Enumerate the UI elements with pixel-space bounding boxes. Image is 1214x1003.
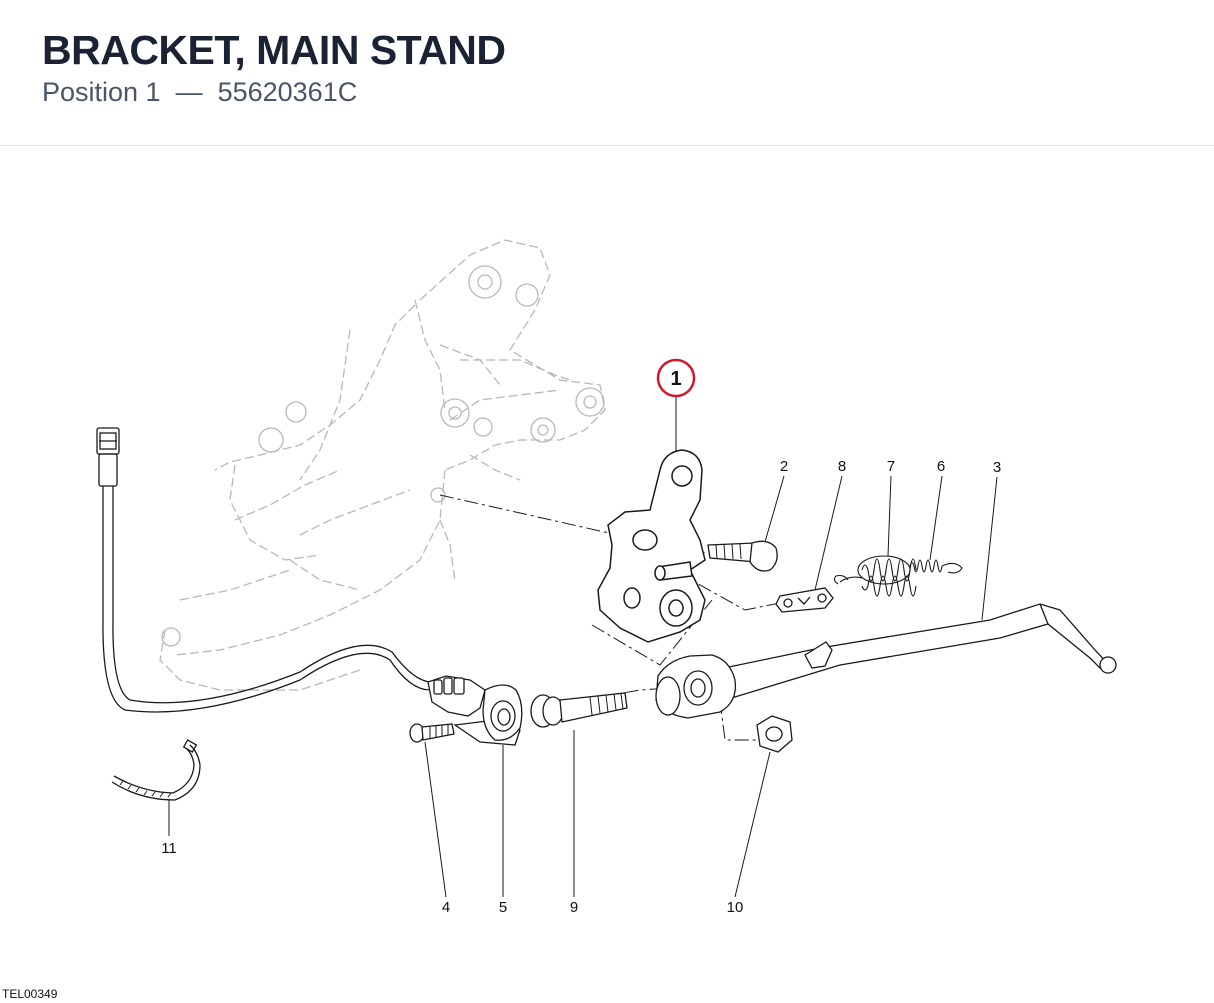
sensor-screw [409,723,455,743]
callout-4[interactable]: 4 [442,899,450,916]
engine-frame-ghost [159,239,606,691]
cable-tie [111,739,201,801]
page-header: BRACKET, MAIN STAND Position 1 — 5562036… [0,0,1214,146]
main-stand-leg [655,603,1117,719]
callout-8[interactable]: 8 [838,458,846,475]
highlight-ring [656,358,696,398]
callout-10[interactable]: 10 [727,899,744,916]
page-title: BRACKET, MAIN STAND [42,27,506,73]
page-subtitle: Position 1 — 55620361C [42,77,358,107]
sensor-wiring-harness [96,427,433,713]
callout-7[interactable]: 7 [887,458,895,475]
pivot-bolt [530,692,628,728]
exploded-parts-diagram: 1 2 8 7 6 3 11 4 5 9 10 [0,146,1214,1003]
callout-2[interactable]: 2 [780,458,788,475]
callout-3[interactable]: 3 [993,459,1001,476]
callout-leader-lines [168,395,998,898]
highlighted-bracket-part [597,449,706,643]
lock-nut [756,715,793,753]
callout-1[interactable]: 1 [670,368,681,390]
callout-highlight[interactable]: 1 [656,358,696,398]
stand-sensor [427,675,523,746]
callout-9[interactable]: 9 [570,899,578,916]
callout-6[interactable]: 6 [937,458,945,475]
engine-bosses-ghost [161,265,605,647]
callout-5[interactable]: 5 [499,899,507,916]
callout-11[interactable]: 11 [161,840,177,857]
bracket-bolt [707,540,778,572]
return-springs [833,555,963,597]
drawing-reference-code: TEL00349 [2,987,58,1001]
callout-labels: 2 8 7 6 3 11 4 5 9 10 [161,458,1001,916]
spring-plate [775,587,834,613]
